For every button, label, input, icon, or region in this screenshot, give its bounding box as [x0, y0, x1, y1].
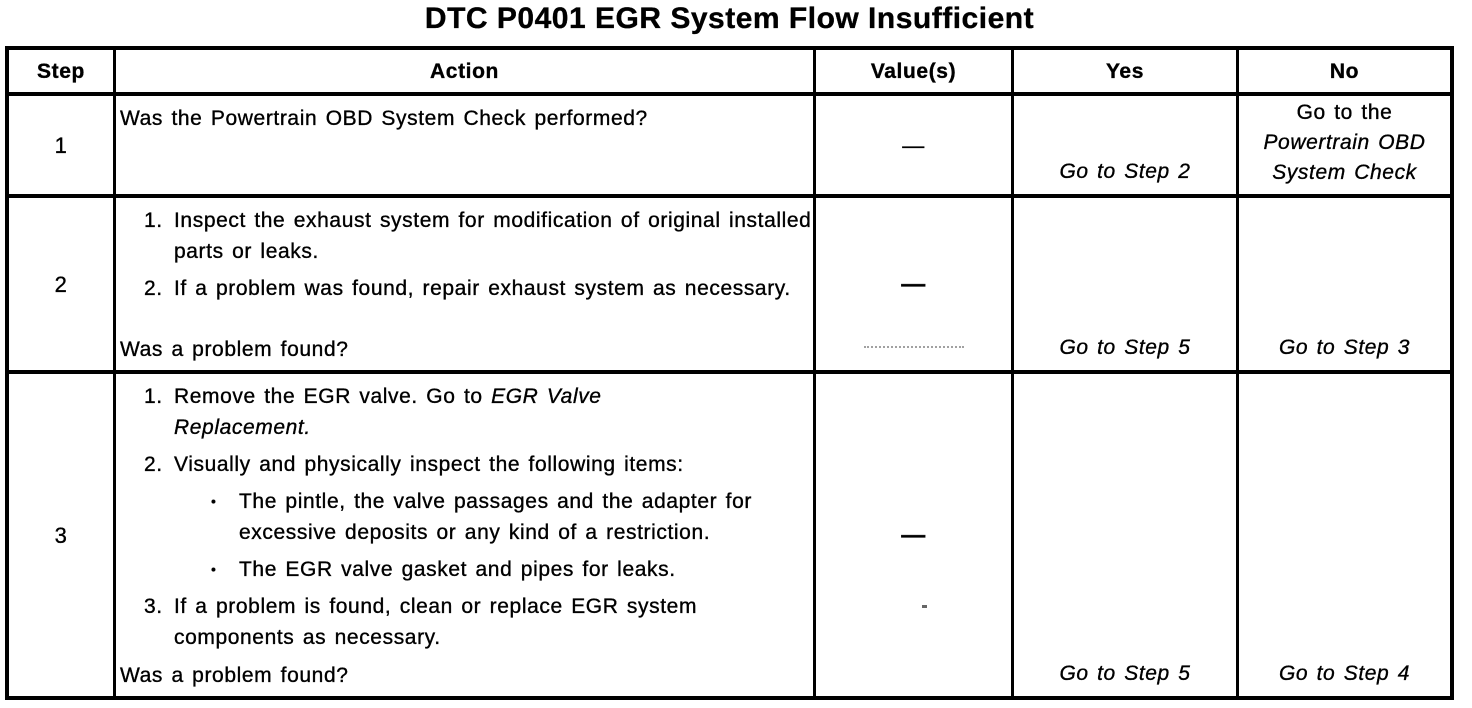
- value-cell: —: [813, 194, 1011, 370]
- list-item-number: 1.: [144, 385, 163, 408]
- action-bullet-item: • The pintle, the valve passages and the …: [211, 486, 813, 548]
- value-cell: —: [813, 370, 1011, 696]
- column-header-yes: Yes: [1011, 50, 1236, 92]
- column-header-action: Action: [113, 50, 813, 92]
- list-item-number: 3.: [144, 595, 163, 618]
- list-item-number: 1.: [144, 209, 163, 232]
- plain-text: Visually and physically inspect the foll…: [174, 453, 684, 476]
- no-cell: Go to Step 3: [1236, 194, 1450, 370]
- list-item-number: 2.: [144, 277, 163, 300]
- goto-reference-line: System Check: [1272, 161, 1417, 184]
- page-title: DTC P0401 EGR System Flow Insufficient: [424, 2, 1035, 35]
- yes-cell: Go to Step 5: [1011, 370, 1236, 696]
- plain-text: Remove the EGR valve. Go to: [174, 385, 492, 408]
- action-bullet-item: • The EGR valve gasket and pipes for leak…: [211, 554, 813, 585]
- yes-cell: Go to Step 2: [1011, 92, 1236, 194]
- action-list-item: 2. Visually and physically inspect the fo…: [144, 449, 813, 480]
- step-cell: 2: [9, 194, 113, 370]
- action-question-text: Was a problem found?: [120, 664, 349, 687]
- goto-step-text: Go to Step 5: [1059, 662, 1191, 685]
- step-cell: 1: [9, 92, 113, 194]
- italic-reference-text: EGR Valve: [491, 385, 602, 408]
- column-header-no: No: [1236, 50, 1450, 92]
- step-cell: 3: [9, 370, 113, 696]
- list-item-text: Inspect the exhaust system for modificat…: [174, 205, 813, 267]
- plain-text: If a problem is found, clean or replace …: [174, 595, 698, 649]
- action-list-item: 3. If a problem is found, clean or replac…: [144, 591, 813, 653]
- list-item-text: Visually and physically inspect the foll…: [174, 449, 813, 480]
- value-cell: —: [813, 92, 1011, 194]
- yes-cell: Go to Step 5: [1011, 194, 1236, 370]
- column-header-values: Value(s): [813, 50, 1011, 92]
- goto-step-text: Go to Step 3: [1278, 336, 1411, 359]
- action-question-text: Was the Powertrain OBD System Check perf…: [120, 107, 648, 130]
- no-value-dash: —: [901, 270, 926, 298]
- no-value-dash: —: [902, 132, 925, 158]
- action-cell: Was the Powertrain OBD System Check perf…: [113, 92, 813, 194]
- goto-reference-line: Go to the: [1296, 101, 1393, 124]
- plain-text: If a problem was found, repair exhaust s…: [174, 277, 791, 300]
- bullet-item-text: The EGR valve gasket and pipes for leaks…: [239, 558, 676, 581]
- bullet-icon: •: [211, 493, 217, 509]
- goto-reference-line: Powertrain OBD: [1263, 131, 1426, 154]
- goto-step-text: Go to Step 4: [1278, 662, 1411, 685]
- action-cell: 1. Inspect the exhaust system for modific…: [113, 194, 813, 370]
- plain-text: Inspect the exhaust system for modificat…: [174, 209, 812, 263]
- action-question-text: Was a problem found?: [120, 338, 349, 361]
- list-item-text: If a problem is found, clean or replace …: [174, 591, 813, 653]
- italic-reference-text: Replacement.: [174, 416, 311, 439]
- goto-step-text: Go to Step 5: [1059, 336, 1191, 359]
- no-cell: Go to Step 4: [1236, 370, 1450, 696]
- goto-step-text: Go to Step 2: [1059, 160, 1191, 183]
- dtc-table: Step Action Value(s) Yes No 1 Was the Pow…: [5, 46, 1454, 700]
- bullet-icon: •: [211, 561, 217, 577]
- column-header-step: Step: [37, 59, 85, 83]
- list-item-text: If a problem was found, repair exhaust s…: [174, 273, 813, 304]
- list-item-number: 2.: [144, 453, 163, 476]
- scan-artifact: [922, 605, 927, 608]
- bullet-item-text: The pintle, the valve passages and the a…: [239, 490, 752, 544]
- action-list-item: 2. If a problem was found, repair exhaust…: [144, 273, 813, 304]
- scan-artifact: [863, 346, 964, 348]
- no-value-dash: —: [901, 521, 926, 549]
- action-list-item: 1. Inspect the exhaust system for modific…: [144, 205, 813, 267]
